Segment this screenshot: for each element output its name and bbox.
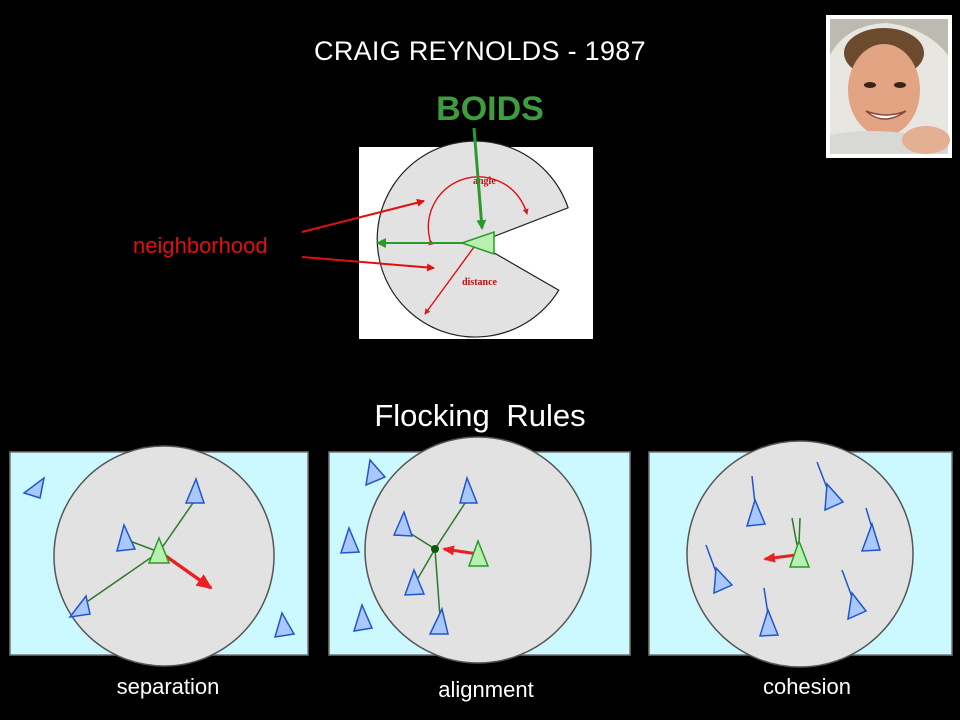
alignment-link-1 — [434, 499, 468, 550]
angle-label: angle — [473, 176, 496, 187]
velocity-tail — [816, 461, 828, 489]
alignment-link-4 — [434, 548, 441, 618]
alignment-caption: alignment — [438, 677, 534, 702]
velocity-tail — [705, 544, 717, 573]
alignment-centroid — [431, 545, 439, 553]
boid — [68, 594, 91, 619]
cohesion-panel — [648, 440, 953, 668]
separation-force-arrow — [158, 550, 213, 590]
focal-boid — [459, 230, 495, 256]
boid — [847, 591, 868, 621]
boid — [713, 566, 734, 595]
cohesion-force-arrow — [763, 552, 797, 563]
boid — [824, 482, 845, 512]
alignment-force-arrow — [442, 545, 479, 556]
angle-arc — [427, 176, 529, 246]
neighborhood-pointer-upper — [301, 198, 425, 233]
boid — [428, 606, 449, 635]
cohesion-caption: cohesion — [762, 674, 852, 699]
velocity-tail — [841, 569, 853, 598]
portrait-image — [830, 19, 950, 154]
distance-line — [424, 242, 478, 315]
boid — [745, 497, 767, 527]
boid — [115, 522, 137, 552]
boid — [352, 602, 374, 632]
focal-velocity-tail — [791, 517, 798, 546]
separation-focal-boid — [147, 535, 171, 564]
separation-link-3 — [77, 551, 160, 609]
separation-caption: separation — [116, 674, 220, 699]
boid — [403, 567, 426, 596]
boid — [273, 611, 296, 638]
neighborhood-label: neighborhood — [133, 233, 268, 258]
boid — [22, 476, 46, 499]
boid — [339, 525, 361, 554]
boids-diagram: angle distance — [301, 127, 593, 339]
separation-panel — [9, 445, 309, 667]
boid — [758, 607, 780, 637]
alignment-panel — [328, 436, 631, 664]
separation-link-1 — [158, 499, 196, 553]
boid — [184, 476, 206, 504]
boids-pointer-arrow — [472, 127, 487, 230]
cohesion-focal-boid — [788, 538, 811, 568]
header-title: CRAIG REYNOLDS - 1987 — [314, 36, 646, 66]
flocking-rules-title: Flocking Rules — [374, 398, 586, 433]
boid — [365, 458, 387, 487]
boid — [459, 475, 479, 504]
boid — [392, 509, 414, 537]
neighborhood-pointer-lower — [301, 256, 435, 272]
distance-label: distance — [462, 277, 498, 288]
boids-title: BOIDS — [436, 90, 544, 128]
alignment-focal-boid — [467, 538, 490, 567]
boid — [860, 521, 881, 552]
portrait-photo — [826, 15, 952, 158]
